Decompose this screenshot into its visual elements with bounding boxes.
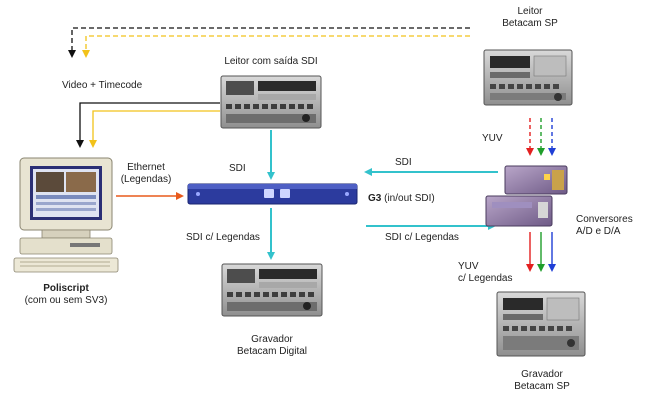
poliscript-label: Poliscript (com ou sem SV3) <box>16 283 116 307</box>
conversores-line-2: A/D e D/A <box>576 226 621 237</box>
yuv-top-arrows <box>526 118 556 156</box>
poliscript-name: Poliscript <box>43 283 89 294</box>
g3-device <box>187 183 358 205</box>
gravador-sp-label: Gravador Betacam SP <box>500 369 584 393</box>
gravador-digital-line-1: Gravador <box>251 334 293 345</box>
yuv-bottom-label: YUV c/ Legendas <box>458 261 513 285</box>
yuv-bottom-line-1: YUV <box>458 261 479 272</box>
gravador-betacam-digital-deck <box>221 263 323 317</box>
leitor-sdi-label: Leitor com saída SDI <box>224 56 318 67</box>
g3-label-rest: (in/out SDI) <box>381 193 435 204</box>
g3-label-bold: G3 <box>368 193 382 204</box>
sdi-arrows <box>267 130 498 260</box>
sdi-mid-label: SDI <box>229 163 246 174</box>
sdi-legendas-left-label: SDI c/ Legendas <box>186 232 260 243</box>
g3-label: G3 (in/out SDI) <box>368 193 435 205</box>
leitor-sdi-deck <box>220 75 322 129</box>
sdi-legendas-right-label: SDI c/ Legendas <box>385 232 459 243</box>
poliscript-computer <box>13 157 119 273</box>
gravador-sp-line-1: Gravador <box>521 369 563 380</box>
conversores-ad-da <box>485 165 568 227</box>
ethernet-label: Ethernet (Legendas) <box>112 162 180 186</box>
conversores-label: Conversores A/D e D/A <box>576 214 633 238</box>
yuv-bottom-arrows <box>526 232 556 272</box>
poliscript-sub: (com ou sem SV3) <box>24 295 108 306</box>
sdi-right-label: SDI <box>395 157 412 168</box>
ethernet-line-1: Ethernet <box>127 162 165 173</box>
gravador-digital-line-2: Betacam Digital <box>236 346 308 357</box>
yuv-bottom-line-2: c/ Legendas <box>458 273 513 284</box>
leitor-betacam-sp-label: Leitor Betacam SP <box>490 6 570 30</box>
leitor-sp-line-2: Betacam SP <box>502 18 558 29</box>
gravador-betacam-sp-deck <box>496 291 586 357</box>
leitor-betacam-sp-deck <box>483 49 573 106</box>
yuv-top-label: YUV <box>482 133 503 144</box>
ethernet-line-2: (Legendas) <box>120 174 172 185</box>
leitor-sp-line-1: Leitor <box>517 6 543 17</box>
video-timecode-label: Video + Timecode <box>62 80 143 91</box>
conversores-line-1: Conversores <box>576 214 633 225</box>
gravador-digital-label: Gravador Betacam Digital <box>222 334 322 358</box>
gravador-sp-line-2: Betacam SP <box>514 381 570 392</box>
video-timecode-lines <box>76 102 220 148</box>
video-timecode-dashed-lines <box>68 27 470 58</box>
